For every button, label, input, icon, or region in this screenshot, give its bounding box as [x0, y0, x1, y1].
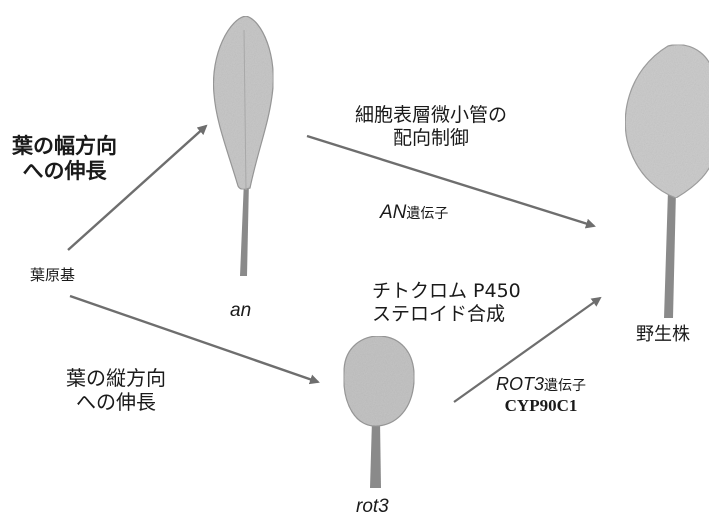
wildtype-label: 野生株	[636, 324, 690, 345]
rot3-gene-word: 遺伝子	[544, 378, 587, 394]
rot3-gene-name: CYP90C1	[504, 395, 578, 415]
width-growth-label: 葉の幅方向 への伸長	[12, 134, 117, 184]
an-leaf-image	[212, 15, 274, 276]
an-gene-word: 遺伝子	[406, 206, 449, 222]
an-function-label: 細胞表層微小管の 配向制御	[355, 104, 507, 150]
an-mutant-label: an	[230, 300, 252, 321]
rot3-gene-symbol: ROT3	[496, 374, 545, 394]
arrow-an-to-wildtype	[306, 134, 596, 229]
an-function-line-1: 細胞表層微小管の	[355, 104, 508, 126]
arrow-rot3-to-wildtype	[453, 296, 602, 403]
length-growth-line-1: 葉の縦方向	[66, 366, 166, 390]
an-function-line-2: 配向制御	[393, 126, 470, 149]
rot3-function-line-1: チトクロム P450	[372, 280, 521, 302]
rot3-function-line-2: ステロイド合成	[372, 302, 506, 325]
primordium-label: 葉原基	[30, 266, 76, 284]
length-growth-label: 葉の縦方向 への伸長	[66, 366, 166, 414]
arrow-primordium-to-an	[67, 124, 208, 251]
arrow-primordium-to-rot3	[69, 294, 320, 385]
wildtype-leaf-image	[624, 44, 709, 318]
width-growth-line-1: 葉の幅方向	[12, 134, 117, 158]
rot3-mutant-label: rot3	[356, 496, 389, 517]
rot3-leaf-image	[343, 335, 415, 488]
an-gene-label: AN遺伝子	[380, 202, 448, 225]
width-growth-line-2: への伸長	[22, 159, 107, 184]
length-growth-line-2: への伸長	[76, 390, 156, 414]
rot3-function-label: チトクロム P450 ステロイド合成	[372, 280, 521, 326]
rot3-gene-label: ROT3遺伝子 CYP90C1	[496, 374, 586, 416]
an-gene-symbol: AN	[380, 202, 407, 223]
